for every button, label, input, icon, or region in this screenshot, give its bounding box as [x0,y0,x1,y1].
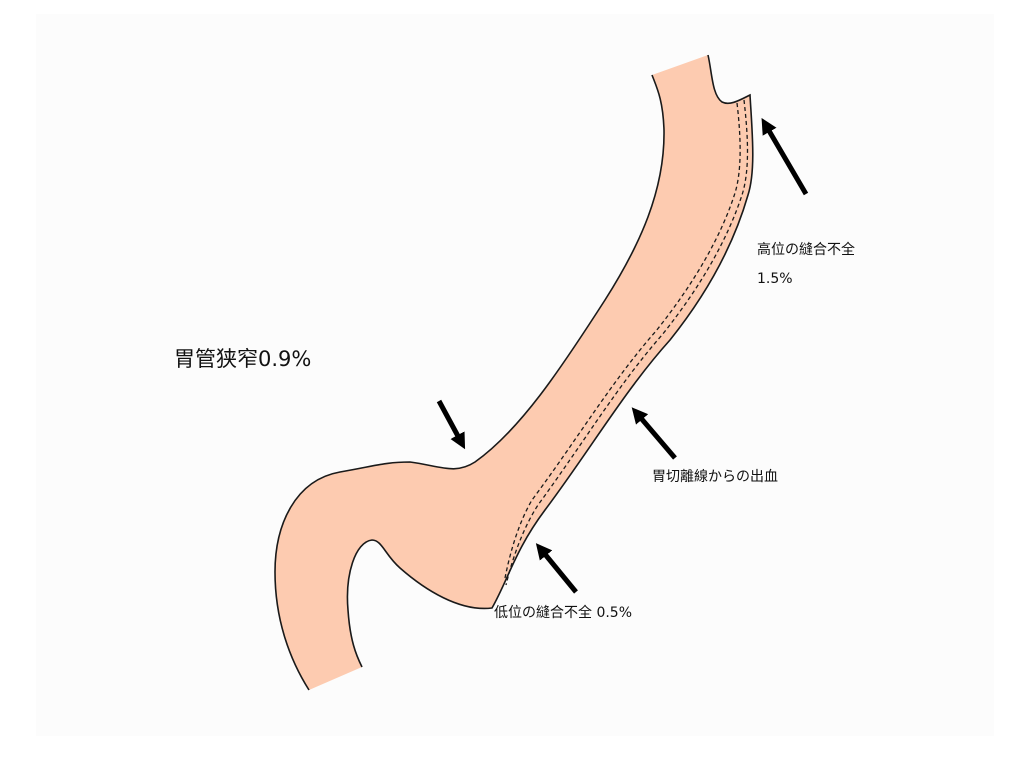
slide-background [36,14,994,736]
arrow-low-leak [535,543,578,594]
label-staple-bleeding: 胃切離線からの出血 [652,469,778,485]
staple-line-inner [504,102,741,579]
arrow-stenosis [436,399,466,450]
label-low-leak: 低位の縫合不全 0.5% [494,605,633,621]
stomach-outline-left [346,54,754,668]
arrow-staple-bleeding [631,407,677,460]
stomach-outline-right [274,74,665,691]
staple-line-outer [505,99,749,586]
stomach-tube [275,55,753,690]
label-high-leak-title: 高位の縫合不全 [757,242,855,258]
label-high-leak-percent: 1.5% [757,271,793,287]
arrow-high-leak [761,117,809,196]
label-stenosis: 胃管狭窄0.9% [174,347,312,371]
